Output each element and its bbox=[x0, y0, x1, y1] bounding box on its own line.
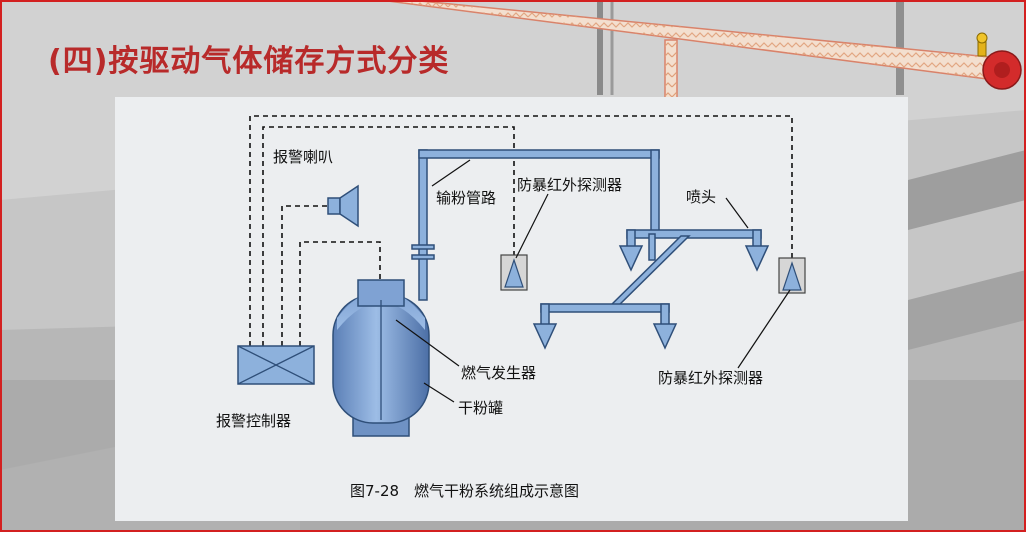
diagram-panel bbox=[115, 97, 908, 521]
nozzle-icon bbox=[618, 245, 644, 272]
valve-icon bbox=[976, 32, 1022, 90]
label-gas-generator: 燃气发生器 bbox=[461, 364, 536, 382]
powder-pipe-network bbox=[411, 149, 762, 327]
label-nozzle: 喷头 bbox=[686, 188, 716, 206]
ir-detector-icon bbox=[500, 254, 528, 291]
label-powder-tank: 干粉罐 bbox=[458, 399, 503, 417]
nozzle-icon bbox=[652, 323, 678, 350]
label-alarm-speaker: 报警喇叭 bbox=[273, 148, 333, 166]
nozzle-icon bbox=[744, 245, 770, 272]
label-alarm-controller: 报警控制器 bbox=[216, 412, 291, 430]
label-detector-left: 防暴红外探测器 bbox=[517, 176, 622, 194]
alarm-speaker-icon bbox=[327, 184, 359, 228]
label-powder-pipe: 输粉管路 bbox=[436, 189, 496, 207]
leader-lines bbox=[395, 159, 791, 403]
label-detector-right: 防暴红外探测器 bbox=[658, 369, 763, 387]
nozzle-icon bbox=[532, 323, 558, 350]
alarm-controller-icon bbox=[237, 345, 315, 385]
figure-caption: 图7-28 燃气干粉系统组成示意图 bbox=[350, 482, 579, 500]
slide-title: (四)按驱动气体储存方式分类 bbox=[48, 44, 450, 79]
powder-tank-icon bbox=[332, 279, 430, 437]
ir-detector-icon bbox=[778, 257, 806, 294]
